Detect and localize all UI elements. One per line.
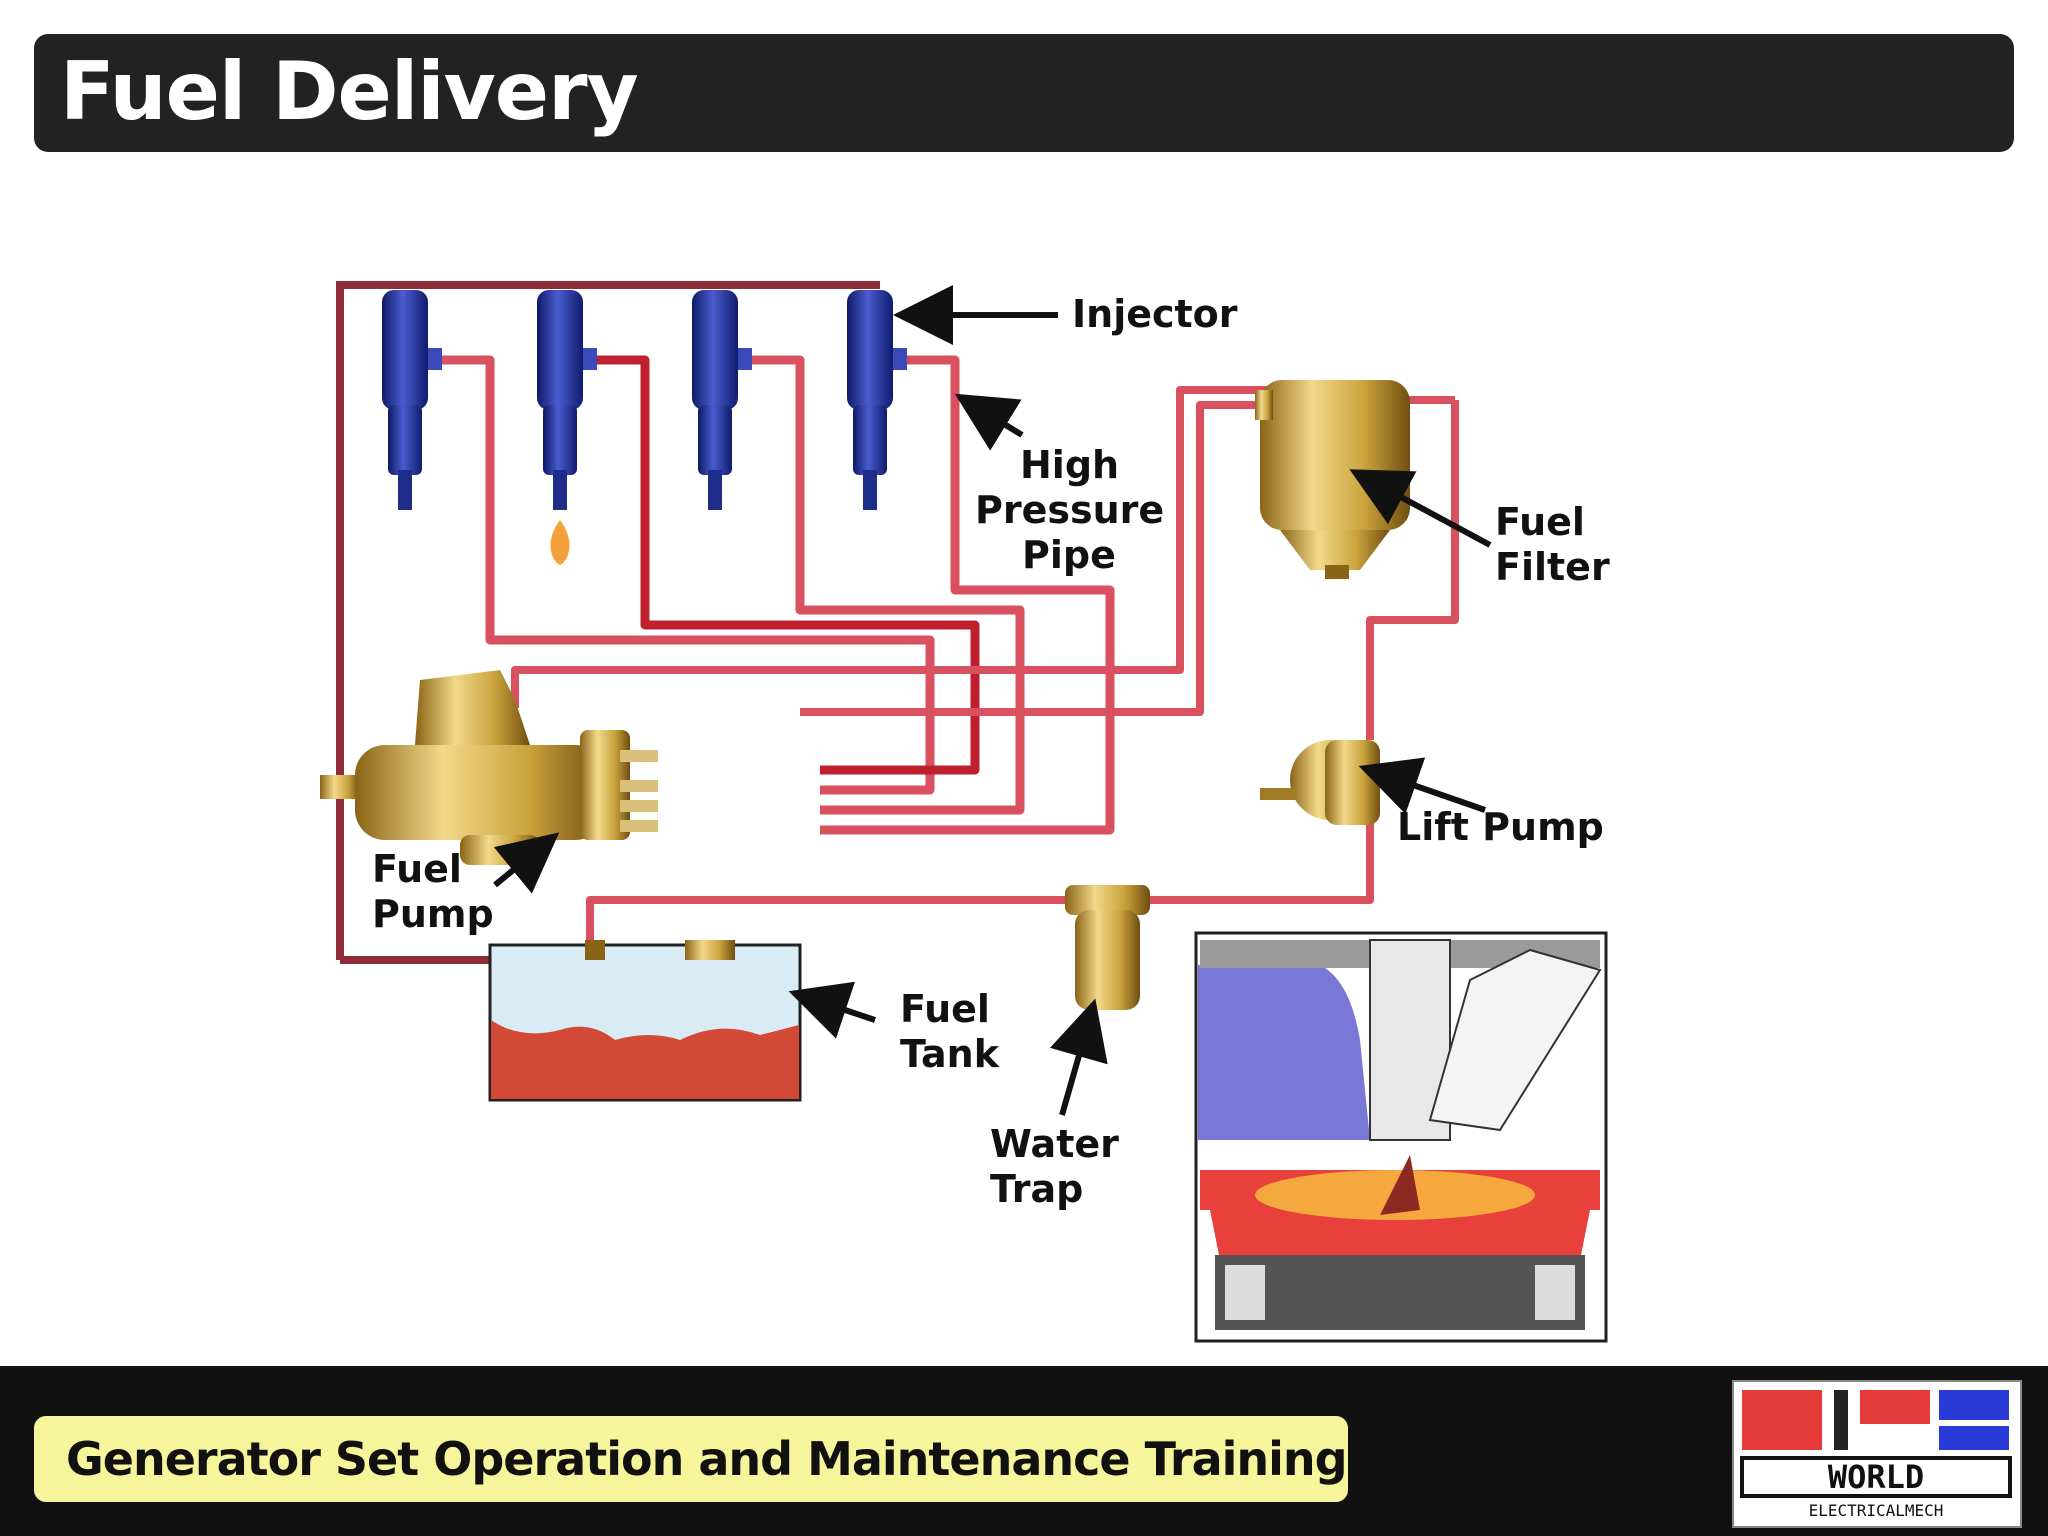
fuel-tank xyxy=(488,940,802,1102)
label-fuel-pump-1: Fuel xyxy=(372,847,462,891)
high-pressure-pipes xyxy=(430,355,1115,835)
footer-bar: Generator Set Operation and Maintenance … xyxy=(0,1366,2048,1536)
world-electricalmech-logo: WORLD ELECTRICALMECH xyxy=(1732,1380,2022,1528)
arrow-icon xyxy=(493,285,1492,1116)
lift-pump xyxy=(1260,740,1380,825)
injector xyxy=(692,290,752,510)
footer-course-title: Generator Set Operation and Maintenance … xyxy=(66,1432,1348,1486)
label-fuel-filter-1: Fuel xyxy=(1495,500,1585,544)
injectors xyxy=(382,290,907,565)
injector xyxy=(537,290,597,565)
label-fuel-tank-1: Fuel xyxy=(900,987,990,1031)
fuel-delivery-diagram: Injector High Pressure Pipe Fuel Filter … xyxy=(320,281,1610,1343)
fuel-pump xyxy=(320,670,658,865)
injector xyxy=(847,290,907,510)
spray-icon xyxy=(550,520,570,565)
return-line xyxy=(336,281,880,964)
footer-title-pill: Generator Set Operation and Maintenance … xyxy=(34,1416,1348,1502)
fuel-filter xyxy=(1255,380,1410,579)
label-fuel-filter-2: Filter xyxy=(1495,545,1610,589)
title-bar: Fuel Delivery xyxy=(34,34,2014,152)
combustion-chamber-inset xyxy=(1194,931,1608,1343)
label-injector: Injector xyxy=(1072,292,1238,336)
label-high-pressure-pipe-3: Pipe xyxy=(1022,533,1116,577)
label-high-pressure-pipe-2: Pressure xyxy=(975,488,1164,532)
label-water-trap-1: Water xyxy=(990,1122,1119,1166)
label-fuel-tank-2: Tank xyxy=(900,1032,1000,1076)
logo-word: WORLD xyxy=(1828,1458,1924,1496)
logo-sub: ELECTRICALMECH xyxy=(1809,1501,1944,1520)
diagram-labels: Injector High Pressure Pipe Fuel Filter … xyxy=(372,292,1610,1211)
injector xyxy=(382,290,442,510)
water-trap xyxy=(1065,885,1150,1010)
label-lift-pump: Lift Pump xyxy=(1397,805,1604,849)
label-fuel-pump-2: Pump xyxy=(372,892,494,936)
label-high-pressure-pipe-1: High xyxy=(1020,443,1119,487)
page-title: Fuel Delivery xyxy=(60,45,639,138)
label-water-trap-2: Trap xyxy=(990,1167,1083,1211)
